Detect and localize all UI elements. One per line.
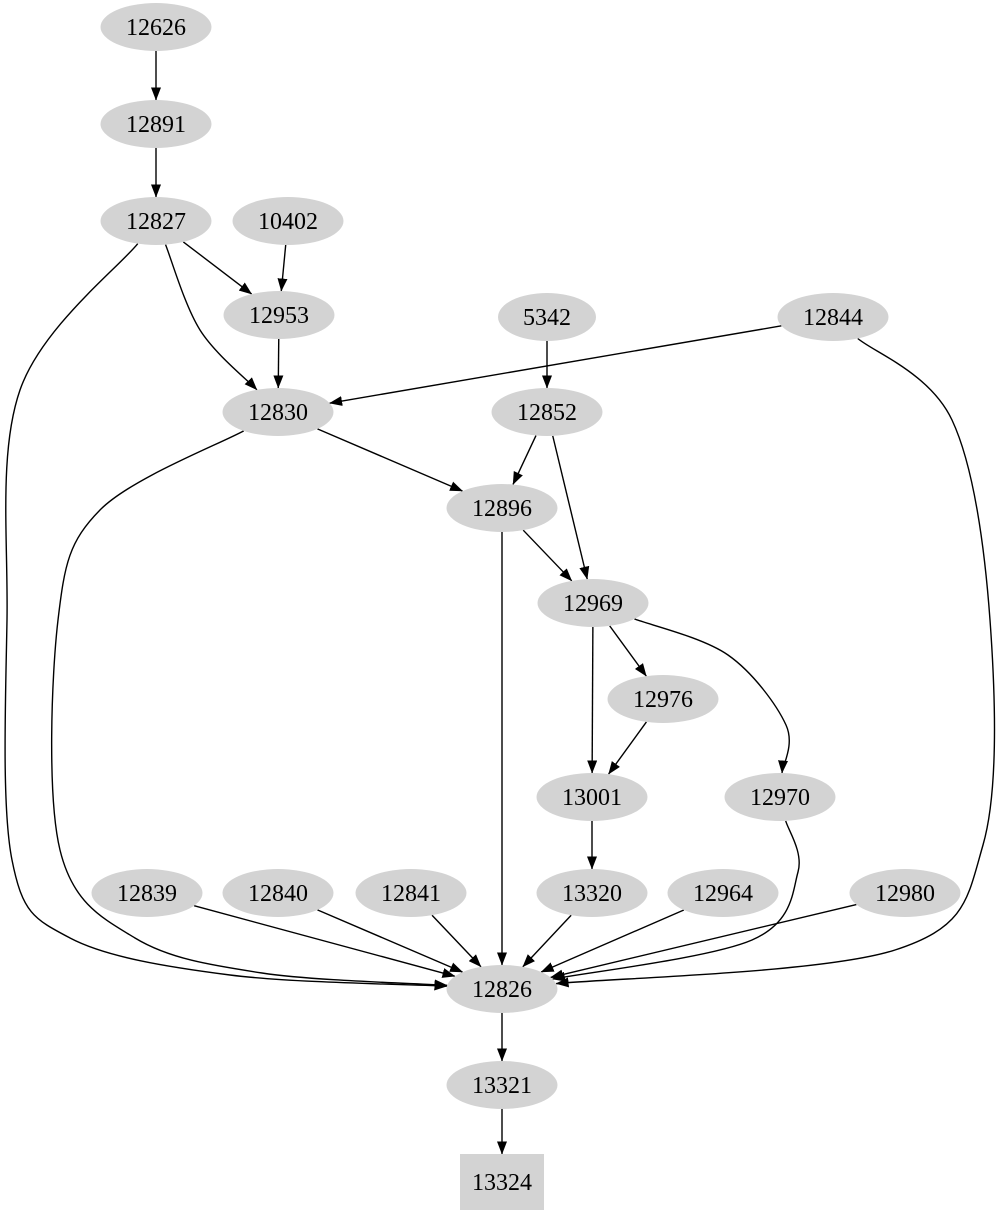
node-12826: 12826 [446, 965, 558, 1013]
node-12896: 12896 [446, 484, 558, 532]
edge-12844-to-12830 [329, 325, 782, 406]
node-ellipse-12841 [355, 869, 467, 917]
node-label-12896: 12896 [472, 496, 532, 522]
node-ellipse-12896 [446, 484, 558, 532]
node-12844: 12844 [777, 293, 889, 341]
edge-12976-to-13001 [608, 721, 647, 775]
edge-12969-to-12976 [609, 625, 647, 677]
node-13001: 13001 [536, 773, 648, 821]
edge-12852-to-12969 [552, 435, 590, 580]
edge-12980-to-12826 [550, 903, 857, 980]
node-ellipse-13320 [536, 869, 648, 917]
node-ellipse-12969 [537, 579, 649, 627]
edge-12969-to-13001 [587, 626, 598, 774]
node-ellipse-12970 [724, 773, 836, 821]
edge-10402-to-12953 [277, 244, 288, 292]
edge-12827-to-12830 [164, 244, 258, 391]
node-ellipse-12840 [222, 869, 334, 917]
node-ellipse-12976 [607, 675, 719, 723]
node-label-12841: 12841 [381, 881, 441, 907]
node-12953: 12953 [223, 291, 335, 339]
node-ellipse-12980 [849, 869, 961, 917]
node-ellipse-5342 [498, 293, 596, 341]
edge-12827-to-12953 [182, 241, 253, 295]
edge-12852-to-12896 [512, 435, 537, 485]
node-13324: 13324 [460, 1154, 544, 1210]
node-label-10402: 10402 [258, 209, 318, 235]
node-12964: 12964 [667, 869, 779, 917]
node-12626: 12626 [100, 3, 212, 51]
edge-12953-to-12830 [273, 338, 284, 389]
node-12852: 12852 [491, 388, 603, 436]
node-label-12626: 12626 [126, 15, 186, 41]
node-ellipse-13001 [536, 773, 648, 821]
node-label-12953: 12953 [249, 303, 309, 329]
edge-12830-to-12896 [317, 428, 464, 492]
node-ellipse-12953 [223, 291, 335, 339]
node-label-12844: 12844 [803, 305, 863, 331]
node-label-12826: 12826 [472, 977, 532, 1003]
edge-12840-to-12826 [317, 909, 464, 973]
node-ellipse-12826 [446, 965, 558, 1013]
node-5342: 5342 [498, 293, 596, 341]
node-12969: 12969 [537, 579, 649, 627]
edge-12964-to-12826 [540, 909, 685, 973]
node-label-12839: 12839 [117, 881, 177, 907]
node-label-13321: 13321 [472, 1073, 532, 1099]
node-label-12976: 12976 [633, 687, 693, 713]
edge-12830-to-12826 [50, 430, 448, 990]
node-label-13001: 13001 [562, 785, 622, 811]
node-13321: 13321 [446, 1061, 558, 1109]
edge-12896-to-12969 [522, 529, 573, 582]
node-12827: 12827 [100, 197, 212, 245]
edges-layer [4, 51, 996, 1155]
node-12970: 12970 [724, 773, 836, 821]
node-ellipse-12839 [91, 869, 203, 917]
node-label-12964: 12964 [693, 881, 753, 907]
node-12841: 12841 [355, 869, 467, 917]
node-ellipse-12964 [667, 869, 779, 917]
edge-12970-to-12826 [552, 820, 800, 982]
edge-12844-to-12826 [555, 337, 996, 988]
node-ellipse-12891 [100, 100, 212, 148]
node-12980: 12980 [849, 869, 961, 917]
node-label-12891: 12891 [126, 112, 186, 138]
node-ellipse-13321 [446, 1061, 558, 1109]
node-ellipse-12827 [100, 197, 212, 245]
node-label-12970: 12970 [750, 785, 810, 811]
node-label-5342: 5342 [523, 305, 571, 331]
node-label-12852: 12852 [517, 400, 577, 426]
node-13320: 13320 [536, 869, 648, 917]
edge-12969-to-12970 [634, 618, 790, 774]
node-ellipse-10402 [232, 197, 344, 245]
node-label-12827: 12827 [126, 209, 186, 235]
node-ellipse-12852 [491, 388, 603, 436]
edge-13320-to-12826 [522, 914, 572, 968]
edge-12827-to-12826 [4, 243, 448, 991]
node-12830: 12830 [222, 388, 334, 436]
nodes-layer: 12626 12891 12827 10402 12953 5342 12844 12830 1… [91, 3, 961, 1210]
node-label-12840: 12840 [248, 881, 308, 907]
node-label-13324: 13324 [472, 1170, 532, 1196]
edge-12839-to-12826 [193, 905, 456, 978]
node-label-13320: 13320 [562, 881, 622, 907]
node-ellipse-12626 [100, 3, 212, 51]
node-12891: 12891 [100, 100, 212, 148]
node-label-12830: 12830 [248, 400, 308, 426]
node-12976: 12976 [607, 675, 719, 723]
node-12840: 12840 [222, 869, 334, 917]
node-label-12980: 12980 [875, 881, 935, 907]
node-ellipse-12844 [777, 293, 889, 341]
node-label-12969: 12969 [563, 591, 623, 617]
node-10402: 10402 [232, 197, 344, 245]
node-ellipse-12830 [222, 388, 334, 436]
node-12839: 12839 [91, 869, 203, 917]
node-box-13324 [460, 1154, 544, 1210]
edge-12841-to-12826 [431, 914, 482, 968]
